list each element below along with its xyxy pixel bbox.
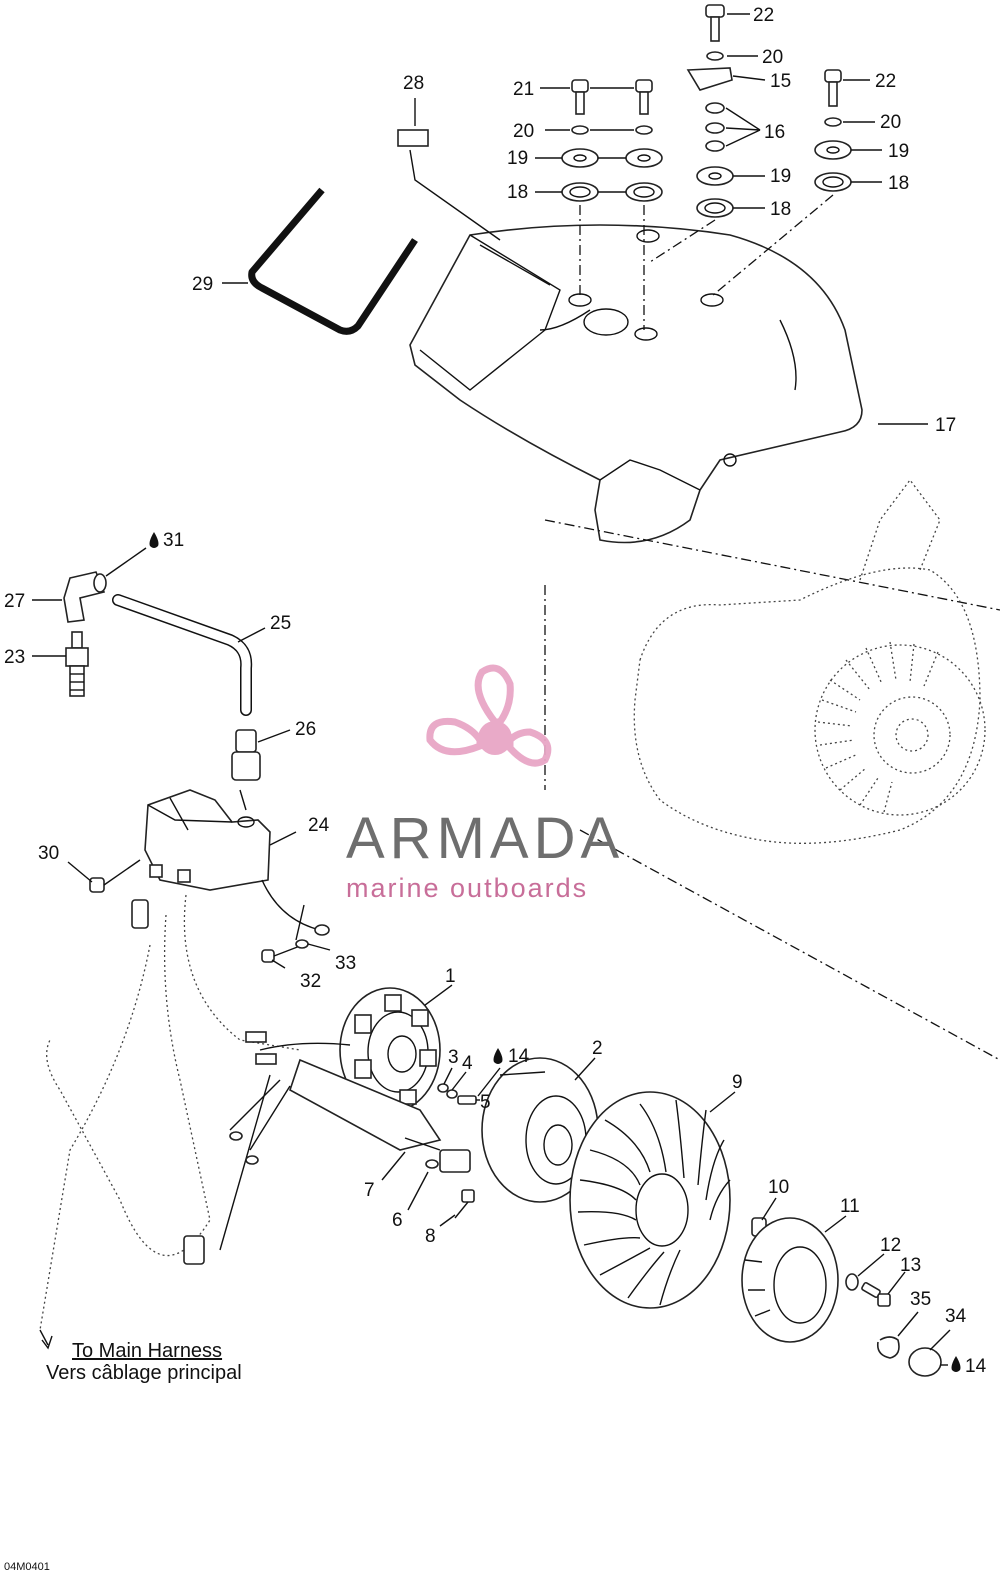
callout-13: 13 [900, 1255, 921, 1276]
callout-17: 17 [935, 415, 956, 436]
callout-3: 3 [448, 1047, 459, 1068]
screw-part-13 [861, 1281, 891, 1307]
lubricant-drop-icon [951, 1356, 961, 1372]
callout-15: 15 [770, 71, 791, 92]
decal-part-28 [397, 129, 429, 147]
watermark-tagline: marine outboards [346, 873, 588, 903]
callout-14: 14 [508, 1046, 530, 1067]
engine-cover-part-17 [409, 224, 863, 544]
callout-4: 4 [462, 1053, 473, 1074]
callout-30: 30 [38, 843, 59, 864]
callout-9: 9 [732, 1072, 743, 1093]
armada-logo [426, 664, 552, 767]
callout-28: 28 [403, 73, 424, 94]
lubricant-drop-icon [149, 532, 159, 548]
callout-5: 5 [480, 1092, 491, 1113]
high-tension-wire-part-25 [112, 594, 253, 716]
callout-23: 23 [4, 647, 25, 668]
document-id: 04M0401 [4, 1561, 50, 1573]
callout-11: 11 [840, 1196, 860, 1217]
callout-26: 26 [295, 719, 316, 740]
connector-plug [131, 899, 149, 929]
callout-20: 20 [513, 121, 534, 142]
callout-19: 19 [507, 148, 528, 169]
callout-27: 27 [4, 591, 25, 612]
watermark-brand: ARMADA [346, 806, 624, 871]
washer-part-12 [845, 1273, 859, 1291]
recoil-starter-housing [633, 478, 986, 844]
callout-20: 20 [762, 47, 783, 68]
spark-plug-cap-part-27 [63, 571, 107, 623]
harness-note-french: Vers câblage principal [46, 1362, 242, 1384]
wire-terminal-part-26 [231, 729, 261, 781]
callout-21: 21 [513, 79, 534, 100]
harness-note-english: To Main Harness [72, 1340, 222, 1362]
fan-part-9 [569, 1091, 731, 1309]
lubricant-drop-icon [493, 1048, 503, 1064]
starter-pulley-part-11 [741, 1217, 839, 1343]
callout-24: 24 [308, 815, 330, 836]
flywheel-part-2 [481, 1057, 599, 1203]
stator-part-1 [339, 987, 441, 1113]
callout-34: 34 [945, 1306, 967, 1327]
callout-29: 29 [192, 274, 213, 295]
callout-8: 8 [425, 1226, 436, 1247]
callout-14: 14 [965, 1356, 987, 1377]
clip-part-35 [876, 1336, 900, 1359]
callout-31: 31 [163, 530, 184, 551]
callout-12: 12 [880, 1235, 901, 1256]
screw-part-30 [89, 859, 141, 893]
callout-10: 10 [768, 1177, 789, 1198]
callout-6: 6 [392, 1210, 403, 1231]
callout-7: 7 [364, 1180, 375, 1201]
small-screws-parts-3-4-5-8 [437, 1083, 477, 1219]
callout-2: 2 [592, 1038, 603, 1059]
wiring-harness-part-7 [183, 1031, 442, 1265]
callout-18: 18 [888, 173, 909, 194]
nut-part-34 [908, 1347, 942, 1377]
callout-19: 19 [888, 141, 909, 162]
screw-part-32 [261, 939, 309, 963]
callout-22: 22 [753, 5, 774, 26]
washer-stack-left [561, 125, 663, 202]
ignition-coil-part-24 [144, 789, 330, 936]
spark-plug-part-23 [65, 631, 89, 697]
callout-16: 16 [764, 122, 785, 143]
trigger-coil-part-6 [404, 1137, 471, 1173]
callout-35: 35 [910, 1289, 931, 1310]
screw-part-21 [571, 79, 653, 115]
callout-1: 1 [445, 966, 456, 987]
callout-20: 20 [880, 112, 901, 133]
seal-part-29 [248, 187, 418, 335]
washer-stack-right [814, 69, 852, 192]
callout-33: 33 [335, 953, 356, 974]
callout-32: 32 [300, 971, 321, 992]
callout-25: 25 [270, 613, 291, 634]
callout-19: 19 [770, 166, 791, 187]
callout-22: 22 [875, 71, 896, 92]
callout-18: 18 [507, 182, 528, 203]
callout-18: 18 [770, 199, 791, 220]
washer-stack-center [686, 4, 734, 218]
